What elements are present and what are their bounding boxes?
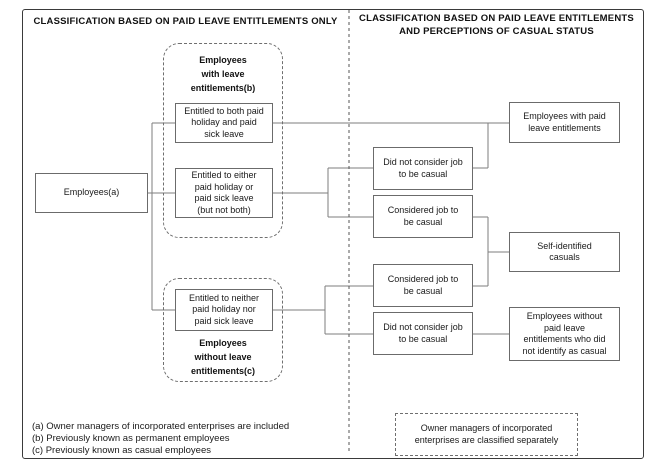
figure-border	[22, 9, 644, 459]
footnotes: (a) Owner managers of incorporated enter…	[32, 421, 289, 457]
group-with-leave-title: Employees with leave entitlements(b)	[190, 55, 256, 93]
group-without-leave-entitlements	[163, 278, 283, 382]
footnote-c: (c) Previously known as casual employees	[32, 445, 211, 456]
footnote-a: (a) Owner managers of incorporated enter…	[32, 421, 290, 432]
node-employees-with-paid-leave: Employees with paid leave entitlements	[509, 102, 620, 143]
node-considered-casual-2: Considered job to be casual	[373, 264, 473, 307]
group-without-leave-title: Employees without leave entitlements(c)	[190, 338, 255, 376]
left-panel-title: CLASSIFICATION BASED ON PAID LEAVE ENTIT…	[33, 16, 338, 27]
node-employees-root: Employees(a)	[35, 173, 148, 213]
node-employees-without-paid-leave: Employees without paid leave entitlement…	[509, 307, 620, 361]
node-self-identified-casuals: Self-identified casuals	[509, 232, 620, 272]
node-did-not-consider-casual-1: Did not consider job to be casual	[373, 147, 473, 190]
note-owner-managers: Owner managers of incorporated enterpris…	[395, 413, 578, 456]
node-considered-casual-1: Considered job to be casual	[373, 195, 473, 238]
right-panel-title: CLASSIFICATION BASED ON PAID LEAVE ENTIT…	[359, 13, 634, 37]
node-entitled-both: Entitled to both paid holiday and paid s…	[175, 103, 273, 143]
footnote-b: (b) Previously known as permanent employ…	[32, 433, 230, 444]
node-entitled-either: Entitled to either paid holiday or paid …	[175, 168, 273, 218]
group-with-leave-entitlements	[163, 43, 283, 238]
node-did-not-consider-casual-2: Did not consider job to be casual	[373, 312, 473, 355]
node-entitled-neither: Entitled to neither paid holiday nor pai…	[175, 289, 273, 331]
